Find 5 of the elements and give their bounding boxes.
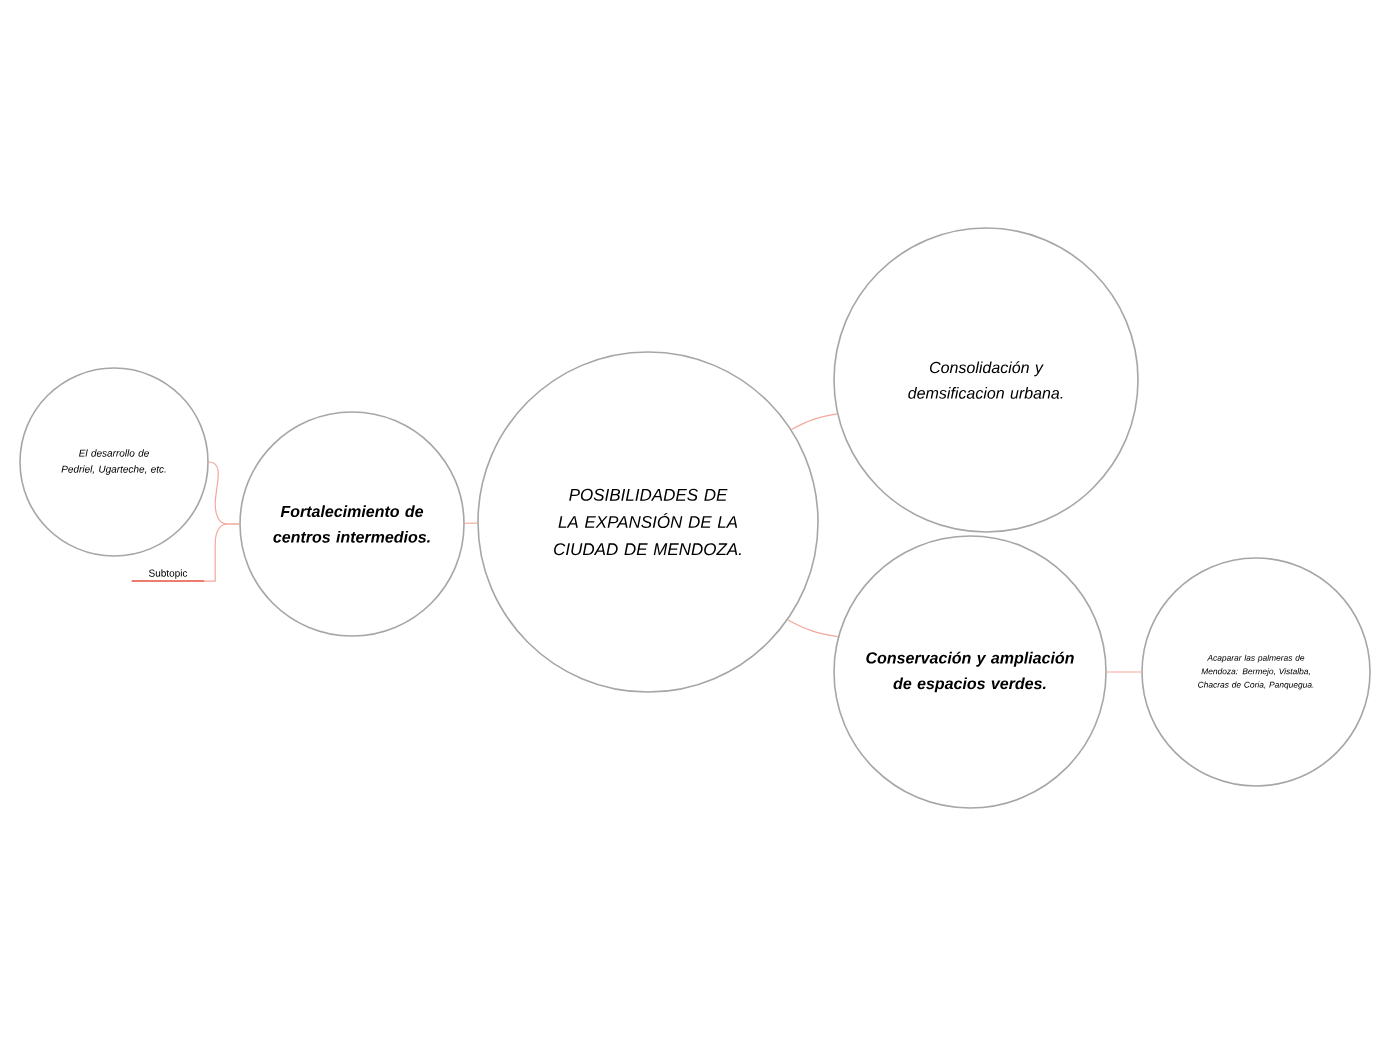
connector: [464, 522, 478, 524]
connector: [203, 523, 240, 582]
connector: [787, 619, 839, 638]
connector: [1106, 671, 1142, 673]
connector: [791, 413, 838, 431]
